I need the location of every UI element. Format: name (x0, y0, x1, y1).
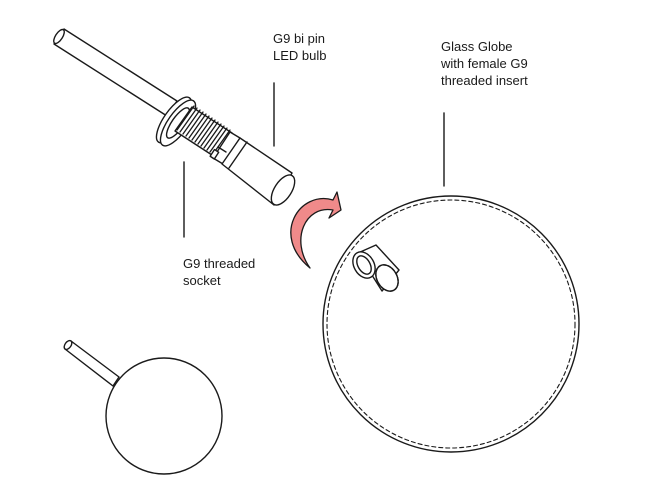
globe-label-line3: threaded insert (441, 73, 528, 88)
cable-rod (53, 28, 178, 117)
female-threaded-insert (352, 244, 400, 292)
assembled-lamp-small (63, 339, 223, 475)
socket-label-line1: G9 threaded (183, 256, 256, 271)
glass-globe (322, 195, 580, 453)
globe-label-line1: Glass Globe (441, 39, 513, 54)
socket-label-line2: socket (183, 273, 221, 288)
g9-led-bulb (221, 137, 296, 206)
globe-label-line2: with female G9 (441, 56, 528, 71)
bulb-label-line1: G9 bi pin (273, 31, 326, 46)
socket-label: G9 threaded socket (183, 255, 255, 289)
threaded-socket (174, 105, 241, 165)
bulb-label: G9 bi pin LED bulb (273, 30, 326, 64)
rotate-arrow-icon (290, 191, 342, 269)
globe-label: Glass Globe with female G9 threaded inse… (441, 38, 528, 89)
bulb-label-line2: LED bulb (273, 48, 327, 63)
